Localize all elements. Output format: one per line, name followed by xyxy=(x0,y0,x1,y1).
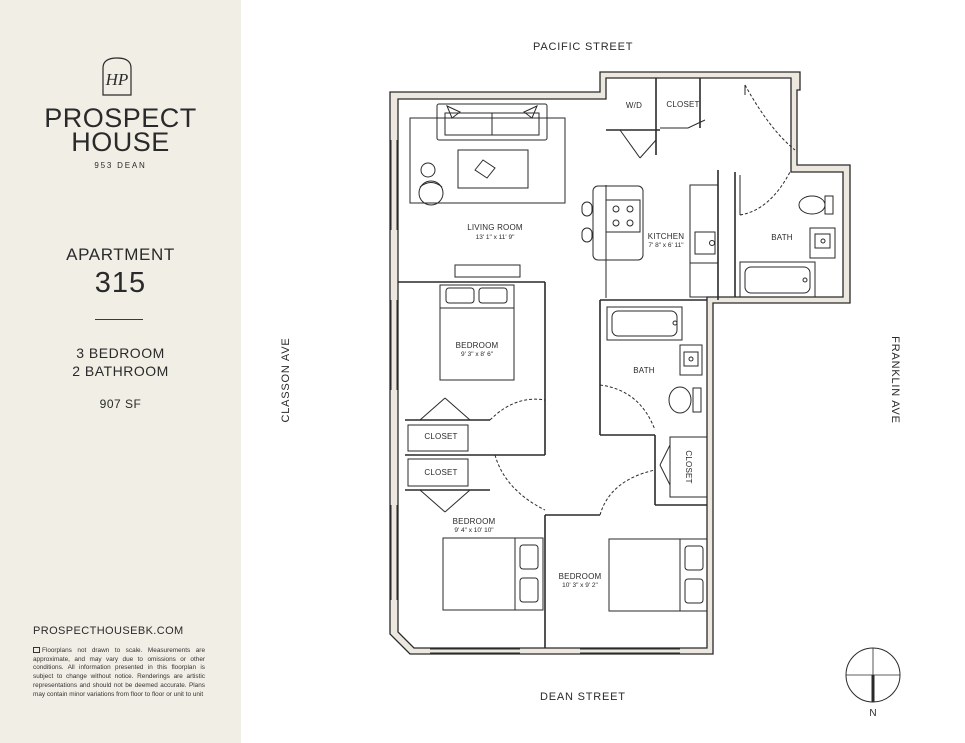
kitchen-label: KITCHEN xyxy=(648,232,685,241)
street-north: PACIFIC STREET xyxy=(533,41,634,53)
divider xyxy=(95,319,143,320)
apartment-number: 315 xyxy=(94,267,147,299)
bath2-label: BATH xyxy=(633,366,655,375)
kitchen-fixtures xyxy=(581,184,719,298)
brand-address: 953 DEAN xyxy=(94,161,147,170)
bath1-label: BATH xyxy=(771,233,793,242)
bedroom2-label: BEDROOM xyxy=(453,517,496,526)
brand-name-line2: HOUSE xyxy=(71,127,170,157)
bedroom2-furniture xyxy=(442,537,544,611)
bathroom-count: 2 BATHROOM xyxy=(72,363,169,379)
bedroom3-furniture xyxy=(608,538,708,612)
windows xyxy=(390,140,680,654)
interior-walls xyxy=(398,78,736,648)
apartment-label: APARTMENT xyxy=(66,245,175,264)
street-south: DEAN STREET xyxy=(540,691,626,703)
bedroom1-dims: 9' 3" x 8' 6" xyxy=(461,351,494,358)
compass-icon: N xyxy=(845,647,901,719)
home-icon xyxy=(33,647,40,653)
living-room-label: LIVING ROOM xyxy=(467,223,523,232)
living-room-furniture xyxy=(409,103,566,206)
website-link[interactable]: PROSPECTHOUSEBK.COM xyxy=(33,625,184,637)
bath1-fixtures xyxy=(739,171,836,298)
compass-north-label: N xyxy=(869,708,876,719)
bedroom2-dims: 9' 4" x 10' 10" xyxy=(454,527,494,534)
square-footage: 907 SF xyxy=(99,397,142,411)
closet3-frame xyxy=(659,436,708,498)
wd-label: W/D xyxy=(626,101,642,110)
bedroom1-furniture xyxy=(439,284,546,421)
living-room-dims: 13' 1" x 11' 9" xyxy=(476,234,515,241)
closet1-label: CLOSET xyxy=(424,432,457,441)
kitchen-dims: 7' 8" x 6' 11" xyxy=(648,242,684,249)
bedroom1-label: BEDROOM xyxy=(456,341,499,350)
exterior-wall xyxy=(389,71,851,655)
door-swings xyxy=(494,454,656,516)
closet2-label: CLOSET xyxy=(424,468,457,477)
bedroom3-dims: 10' 3" x 9' 2" xyxy=(562,582,598,589)
closet4-label: CLOSET xyxy=(666,100,699,109)
disclaimer-text: Floorplans not drawn to scale. Measureme… xyxy=(33,647,205,698)
bedroom3-label: BEDROOM xyxy=(559,572,602,581)
sidebar-panel: HP PROSPECT HOUSE 953 DEAN APARTMENT 315… xyxy=(0,0,241,743)
bedroom-count: 3 BEDROOM xyxy=(76,345,165,361)
bath2-fixtures xyxy=(599,306,703,431)
disclaimer: Floorplans not drawn to scale. Measureme… xyxy=(33,647,205,699)
brand-name-line1: PROSPECT xyxy=(44,103,197,133)
wd-closet xyxy=(619,84,796,159)
closet-doors-left xyxy=(407,397,471,513)
closet3-label: CLOSET xyxy=(684,450,693,483)
logo-monogram: HP xyxy=(105,70,129,89)
prospect-house-logo-icon: HP xyxy=(102,57,132,96)
